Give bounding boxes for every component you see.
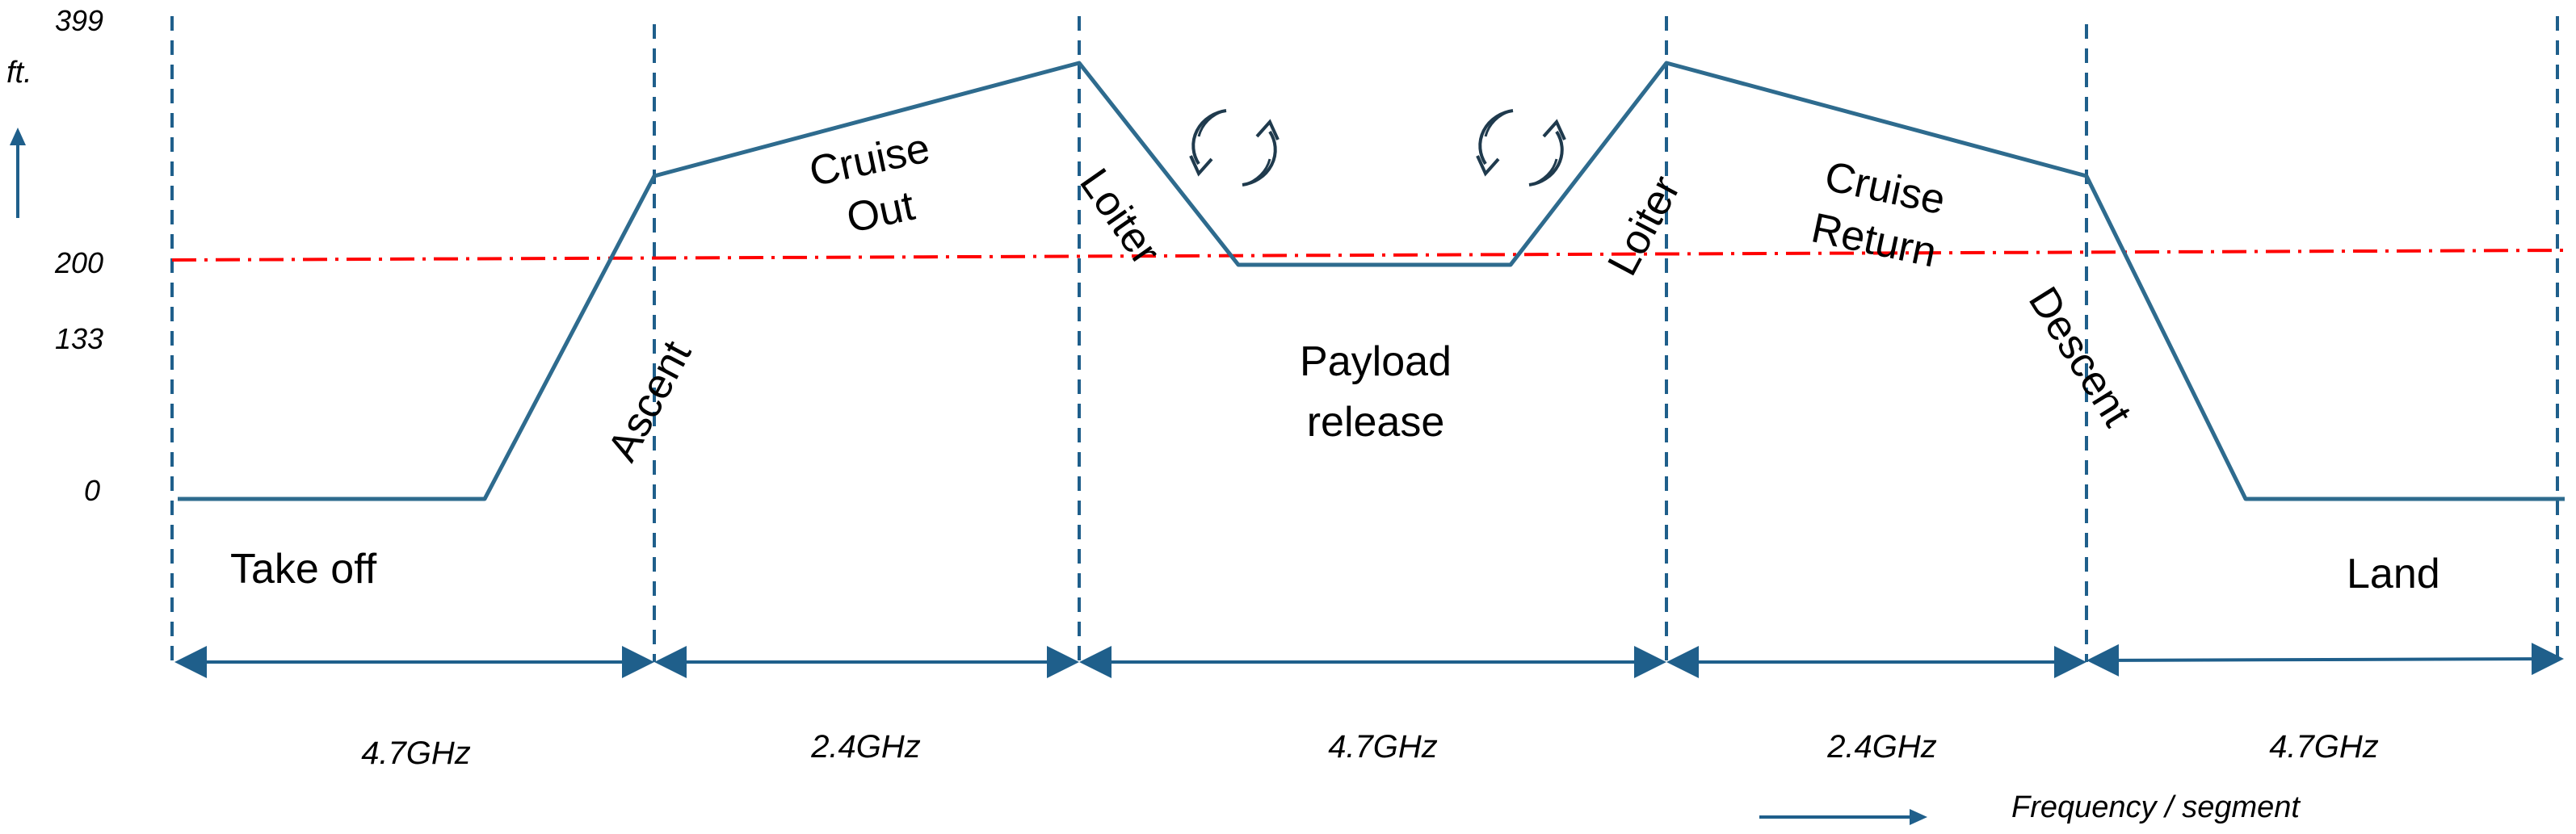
svg-text:Payload: Payload [1300, 338, 1452, 385]
phase-label-cruise-return: Cruise Return [1807, 153, 1949, 276]
y-tick-label: 200 [54, 246, 103, 279]
legend-arrow [1759, 809, 1927, 825]
phase-label-land: Land [2347, 551, 2440, 597]
flight-profile-line [178, 61, 2565, 501]
y-axis-unit: ft. [6, 56, 32, 90]
segment-dividers [170, 16, 2559, 662]
phase-label-take-off: Take off [230, 546, 377, 593]
y-tick-label: 0 [84, 474, 100, 507]
svg-text:Out: Out [843, 182, 919, 242]
segment-frequency-label: 2.4GHz [1826, 729, 1937, 765]
svg-text:Cruise: Cruise [805, 124, 934, 195]
segment-frequency-label: 4.7GHz [1328, 729, 1438, 765]
phase-label-cruise-out: Cruise Out [805, 124, 934, 242]
altitude-threshold-line [171, 249, 2565, 262]
phase-label-payload-release: Payload release [1300, 338, 1452, 446]
phase-label-descent: Descent [2019, 279, 2141, 435]
segment-arrow [2086, 643, 2564, 677]
segment-frequency-label: 2.4GHz [810, 729, 921, 765]
y-tick-label: 399 [55, 4, 103, 37]
segment-frequency-label: 4.7GHz [2269, 729, 2379, 765]
phase-label-loiter-out: Loiter [1070, 161, 1169, 274]
circular-arrows-icon [1476, 109, 1566, 186]
segment-frequency-label: 4.7GHz [361, 736, 471, 771]
svg-text:release: release [1307, 399, 1445, 446]
y-axis-up-arrow [10, 128, 26, 218]
circular-arrows-icon [1189, 109, 1280, 186]
y-tick-label: 133 [55, 322, 103, 355]
segment-arrows [174, 643, 2564, 678]
phase-label-loiter-return: Loiter [1599, 169, 1689, 283]
legend-label: Frequency / segment [2011, 790, 2301, 824]
phase-label-ascent: Ascent [599, 333, 700, 469]
